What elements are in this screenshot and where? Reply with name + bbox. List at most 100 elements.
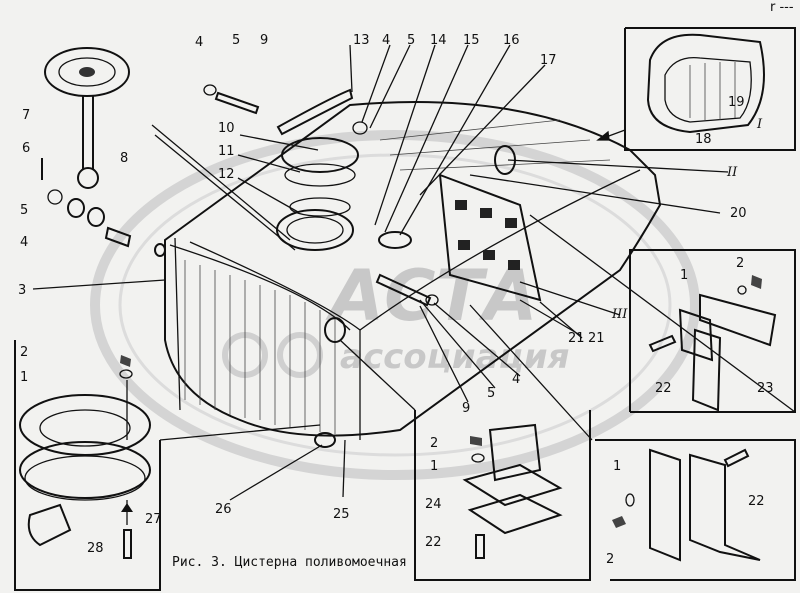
corner-mark: r --- — [770, 0, 794, 15]
label-2: 2 — [430, 436, 438, 451]
detail-panels — [14, 27, 796, 591]
callout-labels: 4 5 9 13 4 5 14 15 16 17 7 10 11 12 6 8 … — [18, 33, 774, 567]
bracket-detail — [648, 275, 777, 412]
label-22: 22 — [655, 381, 672, 396]
washer-1-left — [119, 369, 133, 379]
flange-plate — [467, 493, 563, 535]
pipe-stub — [27, 503, 72, 547]
label-23: 23 — [757, 381, 774, 396]
label-10: 10 — [218, 121, 235, 136]
label-28: 28 — [87, 541, 104, 556]
label-22: 22 — [425, 535, 442, 550]
figure-caption: Рис. 3. Цистерна поливомоечная — [172, 555, 407, 570]
label-16: 16 — [503, 33, 520, 48]
label-25: 25 — [333, 507, 350, 522]
label-7: 7 — [22, 108, 30, 123]
label-4: 4 — [195, 35, 203, 50]
gasket-24 — [462, 463, 563, 507]
label-1: 1 — [680, 268, 688, 283]
label-21: 21 — [568, 331, 585, 346]
bolt-22-right — [723, 448, 750, 468]
cover-gasket — [284, 163, 356, 187]
panel-bottom-center-frame — [414, 410, 591, 581]
label-17: 17 — [540, 53, 557, 68]
panel-bottom-right-frame — [595, 439, 796, 581]
label-11: 11 — [218, 144, 235, 159]
label-18: 18 — [695, 132, 712, 147]
top-small-parts — [203, 84, 439, 307]
label-27: 27 — [145, 512, 162, 527]
label-5: 5 — [232, 33, 240, 48]
mount-plate-right — [689, 453, 761, 561]
label-9: 9 — [462, 401, 470, 416]
washer-1 — [737, 285, 747, 295]
valve-detail — [462, 423, 563, 559]
bolt-27 — [123, 529, 132, 559]
label-5: 5 — [407, 33, 415, 48]
label-2: 2 — [606, 552, 614, 567]
pin-9 — [214, 91, 260, 115]
gasket-28 — [19, 441, 151, 499]
bracket-23 — [691, 328, 722, 412]
label-14: 14 — [430, 33, 447, 48]
label-9: 9 — [260, 33, 268, 48]
handwheel-assembly — [41, 47, 132, 248]
side-bolt — [154, 243, 166, 257]
panel-right-bracket-frame — [629, 249, 796, 413]
nut-2 — [751, 275, 762, 289]
view-marker-II: II — [726, 165, 738, 180]
tank-body — [154, 101, 662, 448]
lamp-housing — [646, 33, 765, 134]
label-4: 4 — [512, 372, 520, 387]
watermark-gear-icon — [277, 332, 323, 378]
label-2: 2 — [20, 345, 28, 360]
label-24: 24 — [425, 497, 442, 512]
label-2: 2 — [736, 256, 744, 271]
label-22: 22 — [748, 494, 765, 509]
label-1: 1 — [613, 459, 621, 474]
label-6: 6 — [22, 141, 30, 156]
label-3: 3 — [18, 283, 26, 298]
view-marker-I: I — [756, 117, 763, 132]
label-4: 4 — [382, 33, 390, 48]
nut-2-center — [470, 436, 482, 446]
label-8: 8 — [120, 151, 128, 166]
bolt-8 — [104, 226, 132, 248]
watermark-text-top: АСТА — [325, 255, 537, 337]
label-21: 21 — [588, 331, 605, 346]
lamp-detail — [646, 33, 765, 134]
label-5: 5 — [487, 386, 495, 401]
flange-ring — [19, 394, 151, 456]
label-1: 1 — [430, 459, 438, 474]
label-4: 4 — [20, 235, 28, 250]
panel-bottom-left-frame — [14, 340, 161, 591]
bottom-pipe — [314, 432, 336, 448]
valve-body — [488, 423, 542, 482]
view-marker-III: III — [611, 307, 628, 322]
drain-valve — [324, 317, 346, 343]
watermark-text-bottom: ассоциация — [340, 337, 569, 377]
nut-2-right — [612, 516, 626, 528]
label-13: 13 — [353, 33, 370, 48]
label-12: 12 — [218, 167, 235, 182]
watermark: АСТА ассоциация — [90, 130, 700, 480]
label-1: 1 — [20, 370, 28, 385]
label-5: 5 — [20, 203, 28, 218]
panel-lamp-frame — [624, 27, 796, 151]
pin-lower-9 — [375, 273, 432, 307]
handwheel — [44, 47, 130, 97]
flange-detail — [19, 355, 151, 559]
label-15: 15 — [463, 33, 480, 48]
cover-ring — [289, 197, 351, 217]
bolt-22 — [648, 334, 677, 353]
mount-detail — [612, 448, 761, 562]
leader-lines — [32, 44, 796, 501]
label-19: 19 — [728, 95, 745, 110]
bracket-plate — [699, 293, 777, 347]
hose-13 — [276, 88, 354, 136]
bolt-22-center — [475, 534, 485, 559]
mount-plate-left — [649, 448, 681, 562]
label-26: 26 — [215, 502, 232, 517]
